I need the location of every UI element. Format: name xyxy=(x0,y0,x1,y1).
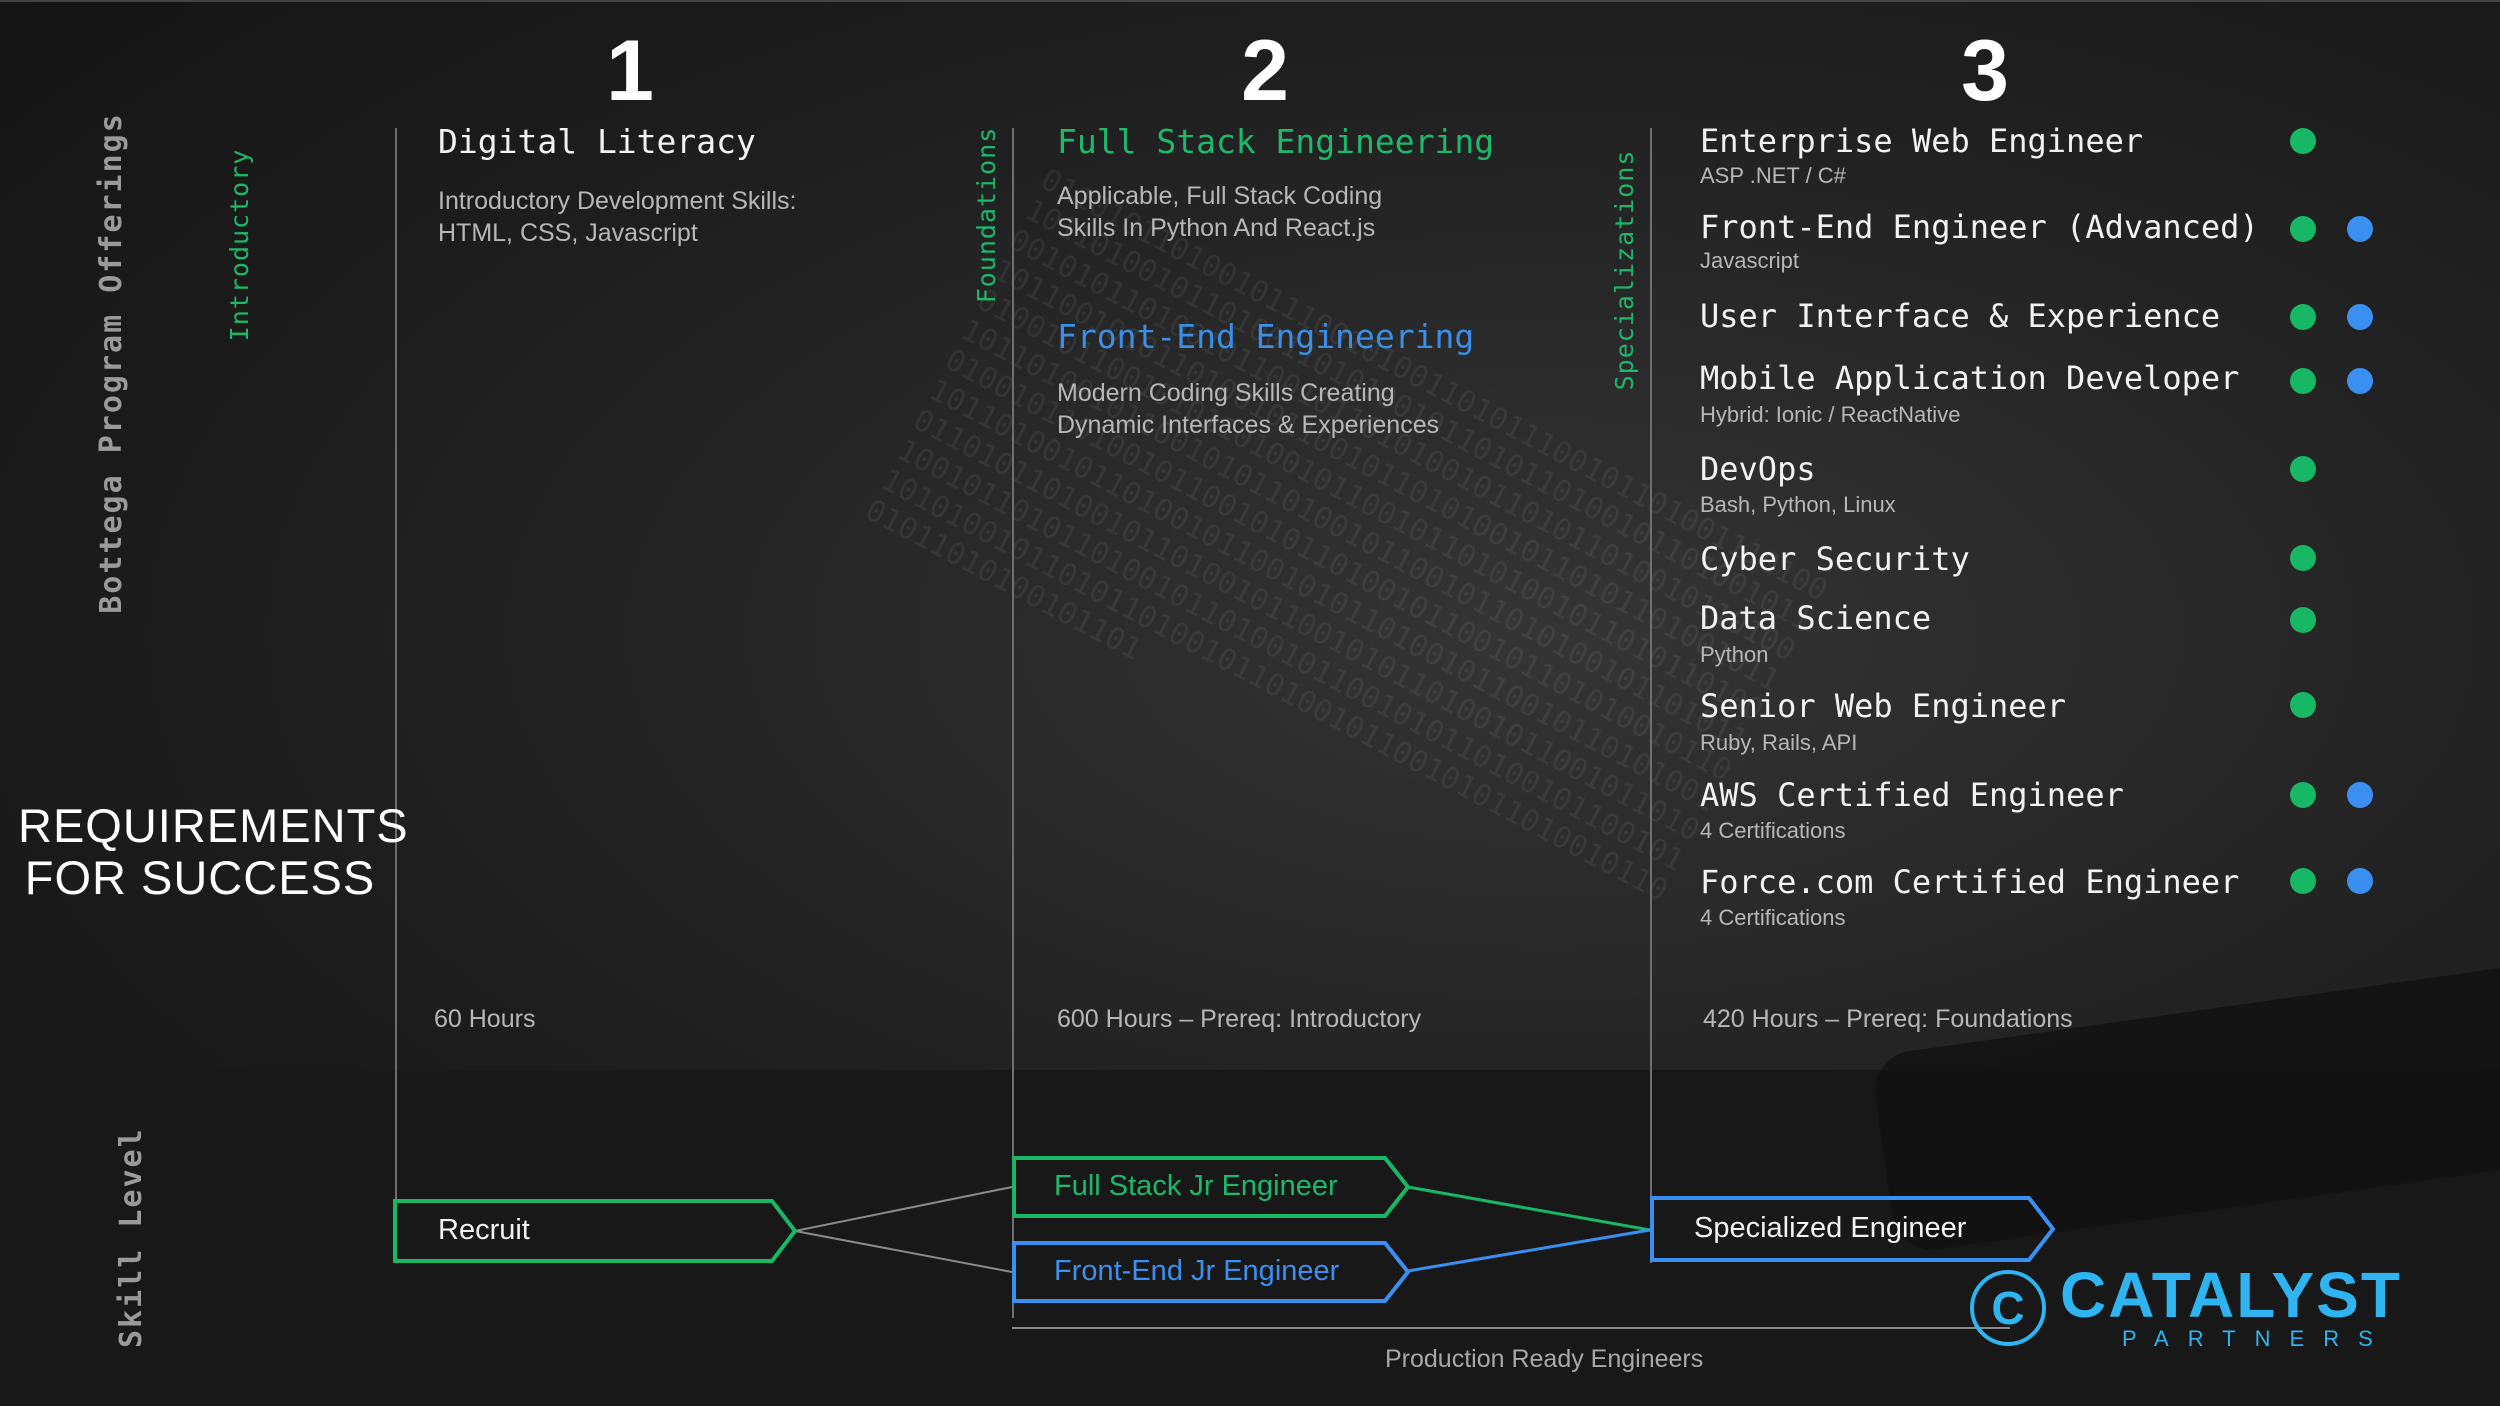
column-number-2: 2 xyxy=(1241,23,1289,119)
green-track-dot xyxy=(2290,868,2316,894)
introductory-desc-line-1: Introductory Development Skills: xyxy=(438,187,797,215)
specialized-arrow-box xyxy=(1650,1196,2056,1262)
spec-sub: Bash, Python, Linux xyxy=(1700,492,1896,517)
front-end-jr-label: Front-End Jr Engineer xyxy=(1054,1255,1340,1287)
requirements-heading: REQUIREMENTS FOR SUCCESS xyxy=(18,799,409,904)
hours-introductory: 60 Hours xyxy=(434,1005,536,1033)
green-track-dot xyxy=(2290,782,2316,808)
connector-frontend-specialized xyxy=(1407,1228,1651,1273)
logo-wordmark: CATALYST xyxy=(2060,1259,2402,1331)
recruit-label: Recruit xyxy=(438,1214,530,1246)
spec-name: Data Science xyxy=(1700,599,1932,637)
spec-sub: Ruby, Rails, API xyxy=(1700,730,1858,755)
foundation-desc-line-1: Modern Coding Skills Creating xyxy=(1057,379,1395,407)
spec-name: DevOps xyxy=(1700,450,1816,488)
spec-name: Enterprise Web Engineer xyxy=(1700,122,2144,160)
spec-sub: Hybrid: Ionic / ReactNative xyxy=(1700,402,1961,427)
foundation-desc-front-end: Modern Coding Skills Creating Dynamic In… xyxy=(1057,377,1439,441)
divider-introductory xyxy=(395,128,397,1263)
recruit-arrow-box xyxy=(393,1199,798,1263)
hours-foundations: 600 Hours – Prereq: Introductory xyxy=(1057,1005,1422,1033)
introductory-title: Digital Literacy xyxy=(438,122,756,161)
green-track-dot xyxy=(2290,216,2316,242)
foundation-desc-line-2: Skills In Python And React.js xyxy=(1057,214,1376,242)
green-track-dot xyxy=(2290,368,2316,394)
foundation-desc-full-stack: Applicable, Full Stack Coding Skills In … xyxy=(1057,180,1382,244)
full-stack-jr-arrow-box xyxy=(1012,1156,1411,1218)
green-track-dot xyxy=(2290,128,2316,154)
logo-subtitle: PARTNERS xyxy=(2122,1326,2392,1351)
foundation-title-full-stack: Full Stack Engineering xyxy=(1057,122,1495,161)
catalyst-logo-icon: C xyxy=(1970,1270,2046,1346)
connector-recruit-fullstack xyxy=(794,1186,1013,1232)
logo-letter: C xyxy=(1991,1282,2024,1334)
green-track-dot xyxy=(2290,304,2316,330)
introductory-description: Introductory Development Skills: HTML, C… xyxy=(438,185,796,249)
foundation-desc-line-2: Dynamic Interfaces & Experiences xyxy=(1057,411,1440,439)
column-number-3: 3 xyxy=(1961,23,2009,119)
spec-name: Force.com Certified Engineer xyxy=(1700,863,2240,901)
blue-track-dot xyxy=(2347,368,2373,394)
production-ready-label: Production Ready Engineers xyxy=(1385,1345,1704,1373)
green-track-dot xyxy=(2290,607,2316,633)
specialized-label: Specialized Engineer xyxy=(1694,1212,1967,1244)
foundation-desc-line-1: Applicable, Full Stack Coding xyxy=(1057,182,1383,210)
spec-name: User Interface & Experience xyxy=(1700,297,2221,335)
spec-sub: ASP .NET / C# xyxy=(1700,163,1846,188)
full-stack-jr-label: Full Stack Jr Engineer xyxy=(1054,1170,1338,1202)
blue-track-dot xyxy=(2347,782,2373,808)
requirements-line-2: FOR SUCCESS xyxy=(24,851,376,904)
requirements-line-1: REQUIREMENTS xyxy=(18,799,409,852)
divider-specializations xyxy=(1650,128,1652,1263)
introductory-desc-line-2: HTML, CSS, Javascript xyxy=(438,219,698,247)
spec-sub: 4 Certifications xyxy=(1700,818,1846,843)
foundation-title-front-end: Front-End Engineering xyxy=(1057,317,1475,356)
connector-recruit-frontend xyxy=(794,1230,1013,1273)
spec-name: Mobile Application Developer xyxy=(1700,359,2240,397)
blue-track-dot xyxy=(2347,304,2373,330)
blue-track-dot xyxy=(2347,216,2373,242)
green-track-dot xyxy=(2290,456,2316,482)
spec-sub: Javascript xyxy=(1700,248,1800,273)
spec-sub: 4 Certifications xyxy=(1700,905,1846,930)
spec-name: Front-End Engineer (Advanced) xyxy=(1700,208,2259,246)
blue-track-dot xyxy=(2347,868,2373,894)
spec-name: Senior Web Engineer xyxy=(1700,687,2067,725)
divider-foundations xyxy=(1012,128,1014,1318)
spec-name: Cyber Security xyxy=(1700,540,1970,578)
front-end-jr-arrow-box xyxy=(1012,1241,1411,1303)
spec-sub: Python xyxy=(1700,642,1769,667)
green-track-dot xyxy=(2290,545,2316,571)
column-number-1: 1 xyxy=(606,23,654,119)
connector-fullstack-specialized xyxy=(1407,1185,1651,1232)
hours-specializations: 420 Hours – Prereq: Foundations xyxy=(1703,1005,2073,1033)
green-track-dot xyxy=(2290,692,2316,718)
top-border xyxy=(0,0,2500,2)
spec-name: AWS Certified Engineer xyxy=(1700,776,2124,814)
